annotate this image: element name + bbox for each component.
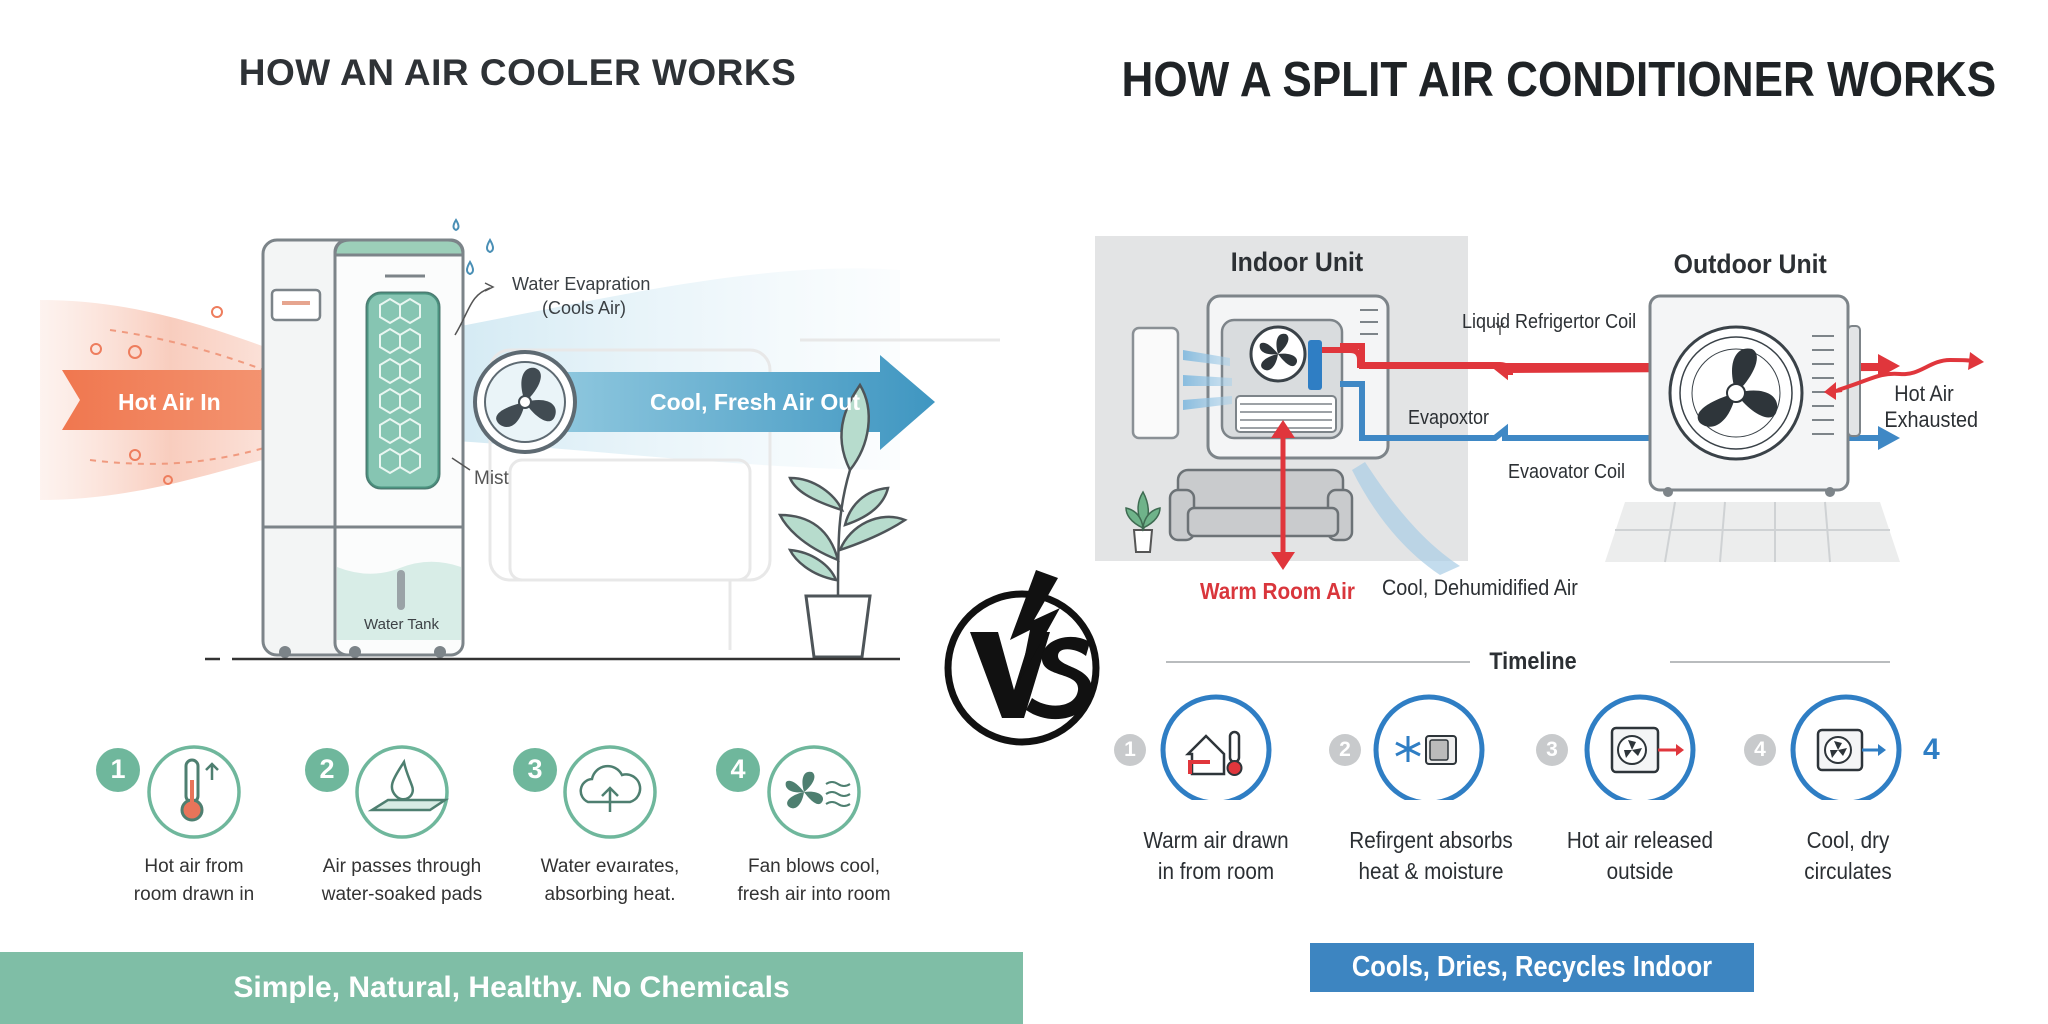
cool-dehumidified-label: Cool, Dehumidified Air (1382, 575, 1578, 600)
step-4-number: 4 (730, 754, 746, 784)
outdoor-fan-icon (1668, 325, 1804, 461)
caption-line: Refirgent absorbs (1349, 827, 1513, 853)
caption-line: circulates (1804, 858, 1892, 884)
caption-line: Fan blows cool, (747, 856, 880, 877)
ac-step-1-caption: Warm air drawn in from room (1130, 825, 1303, 887)
step-4-badge (716, 748, 760, 792)
cooler-step-2-caption: Air passes through water-soaked pads (302, 853, 502, 909)
water-evap-sublabel: (Cools Air) (542, 298, 627, 318)
ac-banner: Cools, Dries, Recycles Indoor Air (1310, 943, 1754, 1024)
ac-step-3-number: 3 (1546, 738, 1558, 761)
vs-emblem-icon (944, 570, 1100, 746)
ac-step-2-number: 2 (1339, 738, 1351, 761)
indoor-fan-icon (1249, 325, 1307, 383)
plant-icon (777, 382, 908, 659)
house-thermometer-icon (1160, 694, 1272, 800)
cooler-step-3-caption: Water evaırates, absorbing heat. (510, 853, 710, 909)
water-drop-pad-icon (355, 745, 450, 839)
mist-label: Mist (474, 468, 509, 489)
caption-line: water-soaked pads (321, 884, 483, 905)
outdoor-unit-heat-icon (1584, 694, 1696, 800)
caption-line: Water evaırates, (540, 856, 680, 877)
caption-line: heat & moisture (1358, 858, 1504, 884)
caption-line: Air passes through (322, 856, 482, 877)
ac-step-2-caption: Refirgent absorbs heat & moisture (1343, 825, 1519, 887)
caption-line: in from room (1157, 858, 1275, 884)
cooler-step-4-caption: Fan blows cool, fresh air into room (714, 853, 914, 909)
ac-step-3-caption: Hot air released outside (1555, 825, 1726, 887)
timeline-title: Timeline (1489, 648, 1577, 675)
caption-line: fresh air into room (737, 884, 891, 905)
ac-step-1-number: 1 (1124, 738, 1136, 761)
caption-line: Hot air released (1566, 827, 1714, 853)
snowflake-unit-icon (1373, 694, 1485, 800)
ac-step-4-caption: Cool, dry circulates (1767, 825, 1929, 887)
caption-line: absorbing heat. (544, 884, 676, 905)
step-1-badge (96, 748, 140, 792)
ac-step-4-number: 4 (1754, 738, 1766, 761)
water-evap-label: Water Evapration (512, 274, 651, 294)
caption-line: Hot air from (144, 856, 244, 877)
droplets-icon (452, 218, 494, 276)
evaporator-label: Evapoxtor (1408, 407, 1490, 429)
cooler-steps (96, 745, 861, 839)
step-2-badge (305, 748, 349, 792)
sofa-icon (1168, 468, 1354, 542)
caption-line: outside (1606, 858, 1674, 884)
cooler-banner: Simple, Natural, Healthy. No Chemicals (0, 952, 1023, 1024)
step-3-number: 3 (527, 754, 543, 784)
step-2-number: 2 (319, 754, 335, 784)
outdoor-unit-label: Outdoor Unit (1673, 249, 1827, 279)
cooler-step-1-caption: Hot air from room drawn in (94, 853, 294, 909)
hot-air-in-label: Hot Air In (118, 389, 221, 415)
caption-line: Warm air drawn (1143, 827, 1289, 853)
cool-air-out-label: Cool, Fresh Air Out (650, 389, 860, 415)
warm-room-air-label: Warm Room Air (1200, 578, 1355, 604)
ac-timeline (1114, 661, 1902, 800)
hot-air-exhausted-label: Hot Air Exhausted (1884, 381, 1978, 433)
air-cooler-diagram (40, 218, 1000, 661)
water-tank-label: Water Tank (364, 616, 440, 633)
small-plant-icon (1125, 490, 1161, 553)
indoor-unit-label: Indoor Unit (1230, 247, 1364, 277)
fan-wind-icon (767, 745, 861, 839)
liquid-coil-label: Liquid Refrigertor Coil (1462, 311, 1637, 333)
label-line: Exhausted (1884, 407, 1978, 432)
fan-icon (473, 350, 577, 454)
extra-step-number: 4 (1923, 733, 1940, 766)
step-3-badge (513, 748, 557, 792)
ac-banner-text: Cools, Dries, Recycles Indoor Air (1351, 951, 1713, 1024)
air-cooler-unit (261, 238, 465, 658)
caption-line: Cool, dry (1806, 827, 1890, 853)
thermometer-up-icon (147, 745, 241, 839)
right-title: HOW A SPLIT AIR CONDITIONER WORKS (1121, 53, 1997, 107)
cloud-up-icon (563, 745, 657, 839)
left-title: HOW AN AIR COOLER WORKS (238, 52, 797, 93)
caption-line: room drawn in (133, 884, 255, 905)
step-1-number: 1 (110, 754, 126, 784)
split-ac-diagram (1095, 236, 1984, 575)
outdoor-unit-arrow-icon (1790, 694, 1902, 800)
evaporator-coil-label: Evaovator Coil (1508, 461, 1626, 483)
label-line: Hot Air (1894, 381, 1954, 406)
